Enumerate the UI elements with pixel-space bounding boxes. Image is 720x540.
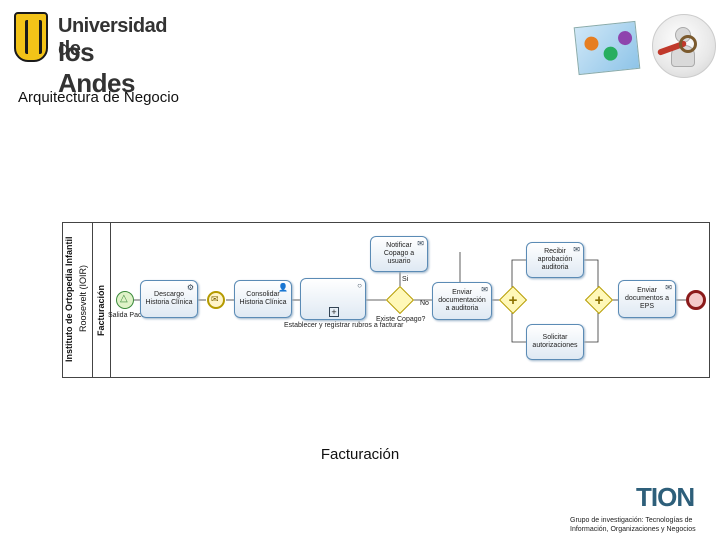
send-icon: ✉ bbox=[481, 285, 488, 294]
page-subtitle: Arquitectura de Negocio bbox=[18, 89, 179, 106]
task-descargo: ⚙ Descargo Historia Clínica bbox=[140, 280, 198, 318]
pool-divider bbox=[92, 222, 93, 378]
envelope-icon: ✉ bbox=[665, 283, 672, 292]
start-event-label: Salida Paciente bbox=[108, 312, 157, 319]
footer-text: Grupo de investigación: Tecnologías de I… bbox=[570, 517, 696, 534]
circle-marker-icon: ○ bbox=[357, 281, 362, 290]
security-clipart-image bbox=[652, 14, 716, 78]
gear-icon: ⚙ bbox=[186, 283, 194, 292]
logo-line2: los Andes bbox=[58, 37, 135, 98]
user-icon: 👤 bbox=[278, 283, 288, 292]
task-solicitar: Solicitar autorizaciones bbox=[526, 324, 584, 360]
crest-icon bbox=[14, 12, 48, 62]
end-event bbox=[686, 290, 706, 310]
university-logo: Universidad de los Andes bbox=[14, 12, 174, 98]
envelope-icon: ✉ bbox=[211, 294, 219, 304]
envelope-icon: ✉ bbox=[573, 245, 580, 254]
gateway-copago-label: Existe Copago? bbox=[376, 316, 426, 323]
subprocess-label: Establecer y registrar rubros a facturar bbox=[284, 322, 404, 329]
subprocess-registrar: ○ + bbox=[300, 278, 366, 320]
task-notificar: ✉ Notificar Copago a usuario bbox=[370, 236, 428, 272]
diagram-caption: Facturación bbox=[320, 446, 400, 463]
logo-line1: Universidad de bbox=[58, 15, 167, 60]
task-enviar-auditoria: ✉ Enviar documentación a auditoria bbox=[432, 282, 492, 320]
task-consolidar: 👤 Consolidar Historia Clínica bbox=[234, 280, 292, 318]
start-event: △ bbox=[116, 291, 134, 309]
task-recibir: ✉ Recibir aprobación auditoria bbox=[526, 242, 584, 278]
tion-logo: TION bbox=[636, 482, 695, 512]
subprocess-plus-icon: + bbox=[329, 307, 339, 317]
magnifier-icon bbox=[679, 35, 697, 53]
flow-label-si: Si bbox=[402, 276, 409, 283]
task-enviar-eps: ✉ Enviar documentos a EPS bbox=[618, 280, 676, 318]
flow-label-no: No bbox=[420, 300, 429, 307]
bpmn-pool bbox=[62, 222, 710, 378]
send-icon: ✉ bbox=[417, 239, 424, 248]
triangle-icon: △ bbox=[120, 293, 128, 304]
intermediate-event: ✉ bbox=[207, 291, 225, 309]
lane-divider bbox=[110, 222, 111, 378]
